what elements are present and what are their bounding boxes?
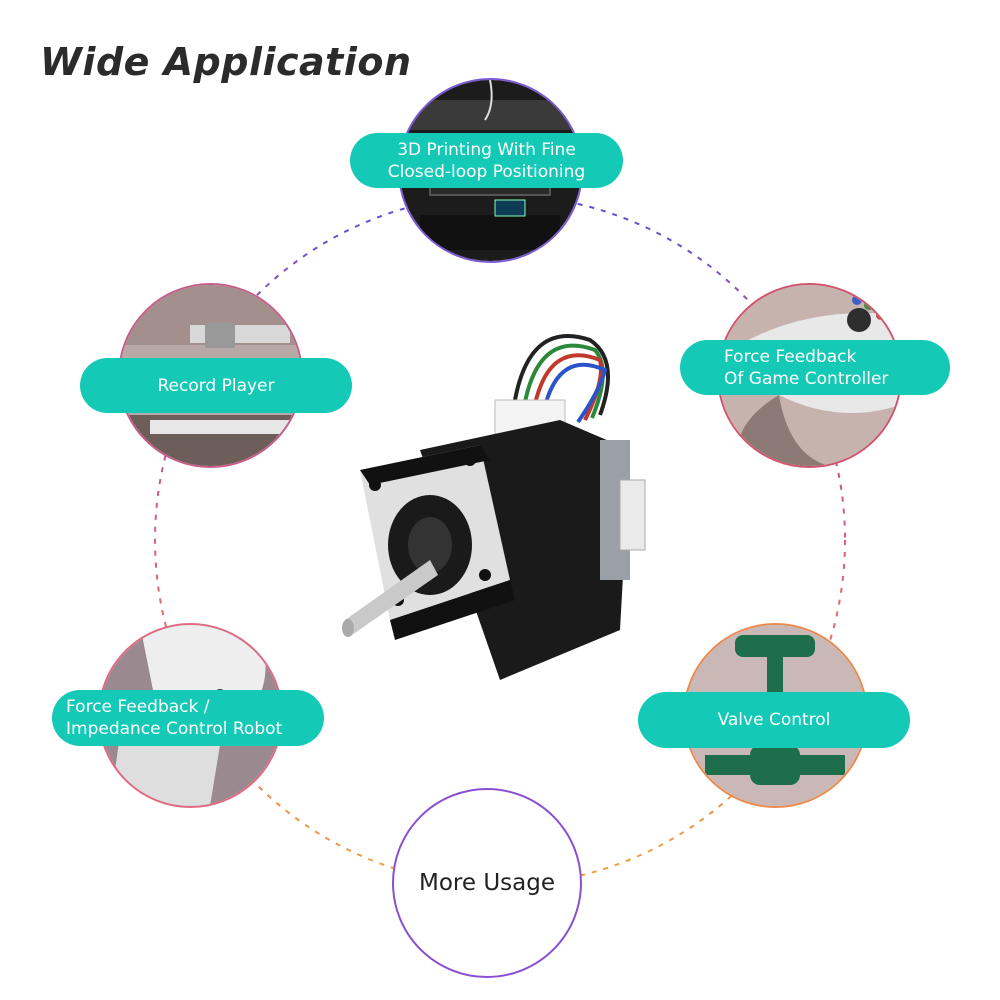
application-label: Record Player [157,375,275,396]
application-pill-valve: Valve Control [638,692,910,748]
more-usage-circle: More Usage [392,788,582,978]
application-label: Force Feedback Of Game Controller [724,346,889,389]
application-pill-robot: Force Feedback / Impedance Control Robot [52,690,324,746]
application-label: 3D Printing With Fine Closed-loop Positi… [387,139,586,182]
stepper-motor-photo [342,334,646,680]
application-label: Force Feedback / Impedance Control Robot [66,697,283,739]
application-pill-3d-printing: 3D Printing With Fine Closed-loop Positi… [350,133,623,188]
page-title: Wide Application [40,40,412,84]
application-pill-game-controller: Force Feedback Of Game Controller [680,340,950,395]
application-pill-record-player: Record Player [80,358,352,413]
application-label: Valve Control [717,710,831,730]
more-usage-label: More Usage [419,870,555,896]
